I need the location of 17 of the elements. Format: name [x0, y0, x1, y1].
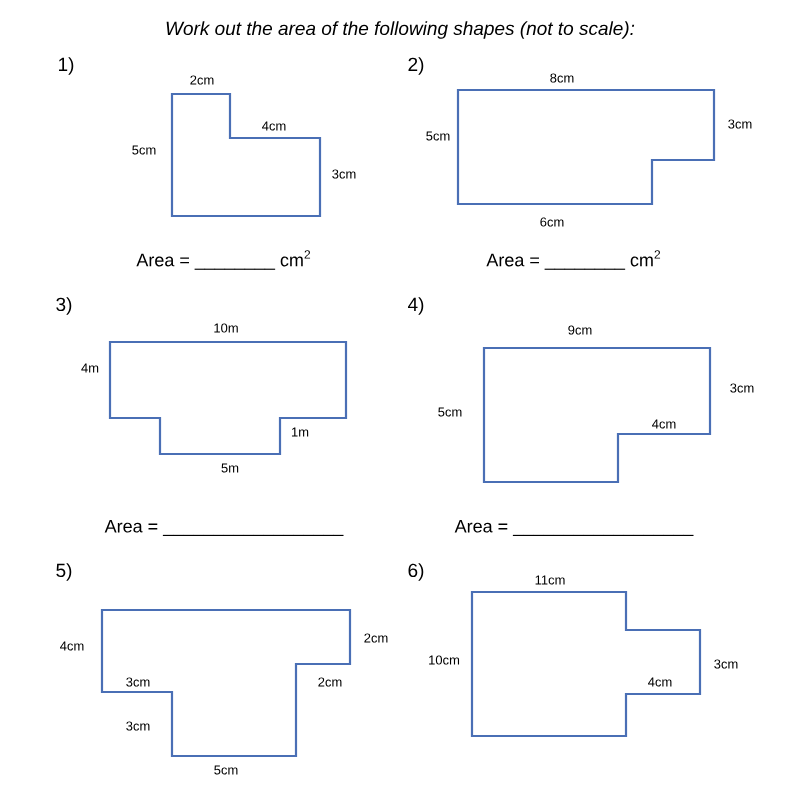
- question-number: 4): [408, 297, 424, 315]
- shape-outline: [108, 340, 348, 456]
- question-number: 6): [408, 563, 424, 581]
- shape-outline: [170, 92, 322, 218]
- shape-outline: [456, 88, 716, 206]
- answer-line: Area = ________ cm$^{2}$: [136, 250, 311, 270]
- shape-outline: [470, 590, 702, 738]
- question-number: 3): [56, 297, 72, 315]
- answer-line: Area = __________________: [104, 520, 344, 536]
- answer-line: Area = __________________: [454, 520, 694, 536]
- answer-line: Area = ________ cm$^{2}$: [486, 250, 661, 270]
- shape-outline: [100, 608, 352, 758]
- shape-outline: [482, 346, 712, 484]
- question-number: 5): [56, 563, 72, 581]
- question-number: 1): [59, 57, 74, 75]
- title: Work out the area of the following shapes (not to scale):: [166, 21, 635, 39]
- question-number: 2): [408, 57, 424, 75]
